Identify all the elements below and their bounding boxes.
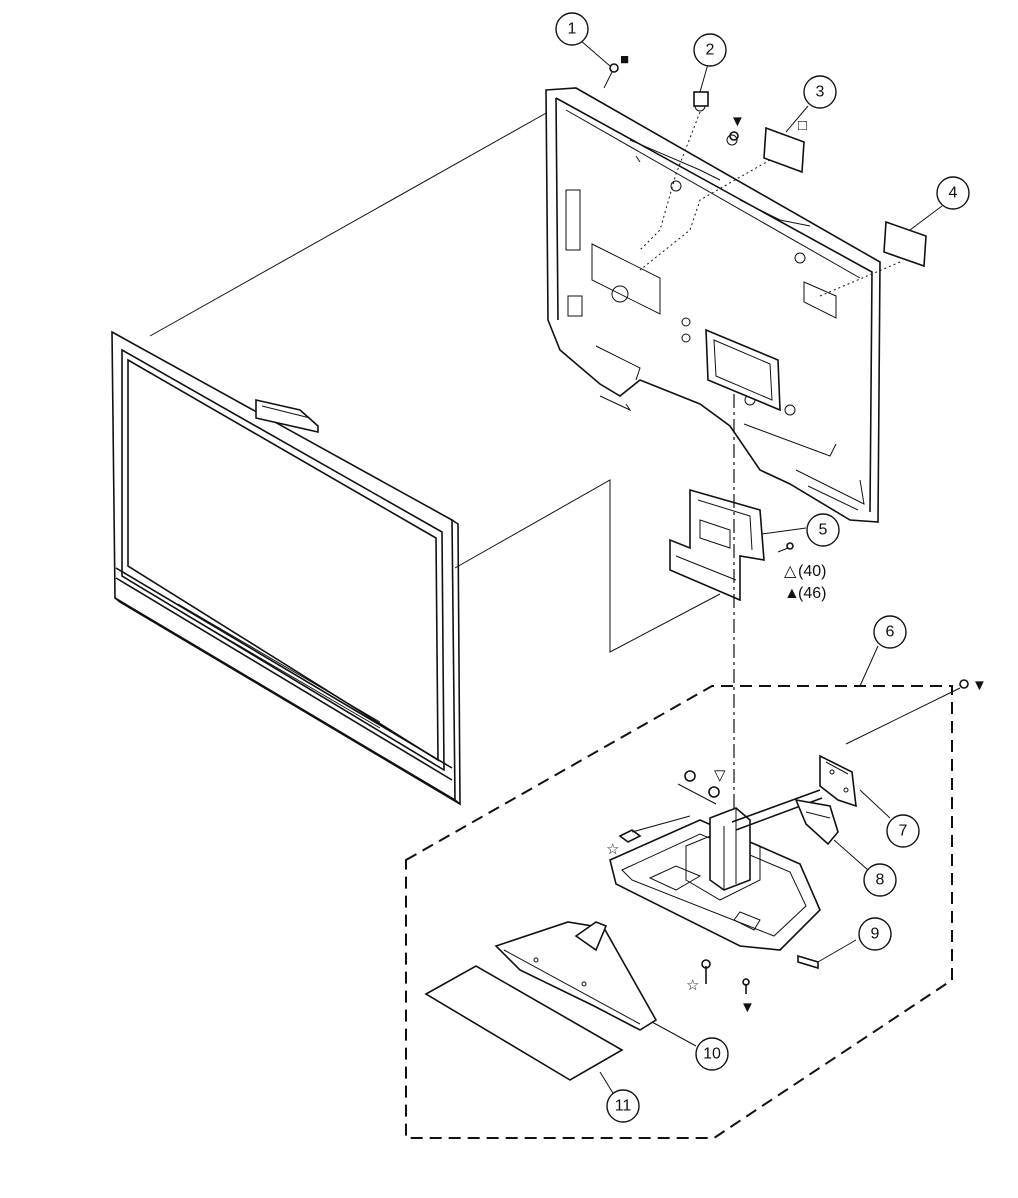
screw-note-40: (40): [798, 563, 826, 580]
callout-4: 4: [936, 176, 970, 210]
part-screw-1: ■: [603, 51, 629, 89]
svg-text:5: 5: [819, 522, 828, 539]
svg-text:1: 1: [568, 21, 577, 38]
filled-square-symbol: ■: [620, 51, 629, 68]
leader-lines: [639, 111, 901, 297]
callout-9: 9: [858, 917, 892, 951]
filled-down-triangle-top: ▼: [972, 677, 987, 694]
front-bezel: [111, 330, 461, 806]
assembly-lines: [149, 111, 721, 653]
callout-1: 1: [555, 12, 589, 46]
filled-down-triangle-bottom: ▼: [740, 999, 755, 1016]
svg-text:2: 2: [706, 42, 715, 59]
callout-8: 8: [863, 863, 897, 897]
part-4-sheet: [883, 220, 927, 268]
callout-3: 3: [803, 75, 837, 109]
open-down-triangle-symbol: ▽: [714, 767, 726, 784]
open-triangle-symbol: △: [784, 563, 797, 580]
callout-7: 7: [886, 814, 920, 848]
part-11-sheet: [424, 965, 624, 1081]
callout-5: 5: [806, 513, 840, 547]
callout-11: 11: [606, 1089, 640, 1123]
stand-base: [609, 789, 823, 951]
svg-text:10: 10: [703, 1046, 721, 1063]
stand-assembly-boundary: [405, 685, 953, 1139]
svg-text:7: 7: [899, 823, 908, 840]
svg-text:3: 3: [816, 84, 825, 101]
rear-cover: [545, 87, 881, 523]
screw-notes: △ (40) ▲ (46): [784, 563, 826, 602]
part-screw-2b: ▼: [729, 113, 745, 141]
callout-10: 10: [695, 1037, 729, 1071]
screw-note-46: (46): [798, 585, 826, 602]
filled-triangle-symbol: ▲: [784, 585, 800, 602]
callout-6: 6: [873, 615, 907, 649]
svg-text:6: 6: [886, 624, 895, 641]
part-2-clip: [693, 91, 709, 107]
svg-text:11: 11: [615, 1098, 632, 1115]
svg-text:8: 8: [876, 872, 885, 889]
open-square-symbol: □: [798, 117, 807, 134]
part-8-bracket: [794, 798, 839, 846]
part-3-sheet: □: [763, 117, 807, 174]
svg-text:9: 9: [871, 926, 880, 943]
star-symbol-bottom: ☆: [686, 977, 699, 994]
svg-text:4: 4: [949, 185, 958, 202]
callout-2: 2: [693, 33, 727, 67]
part-5-bracket: [669, 488, 794, 602]
part-10-cover: [494, 921, 658, 1031]
filled-down-triangle-symbol: ▼: [730, 113, 745, 130]
star-symbol-left: ☆: [606, 841, 619, 858]
part-9-label: [797, 954, 819, 970]
part-7-bracket: [819, 754, 857, 808]
stand-screws: ▽ ☆ ☆ ▼ ▼: [606, 677, 987, 1016]
